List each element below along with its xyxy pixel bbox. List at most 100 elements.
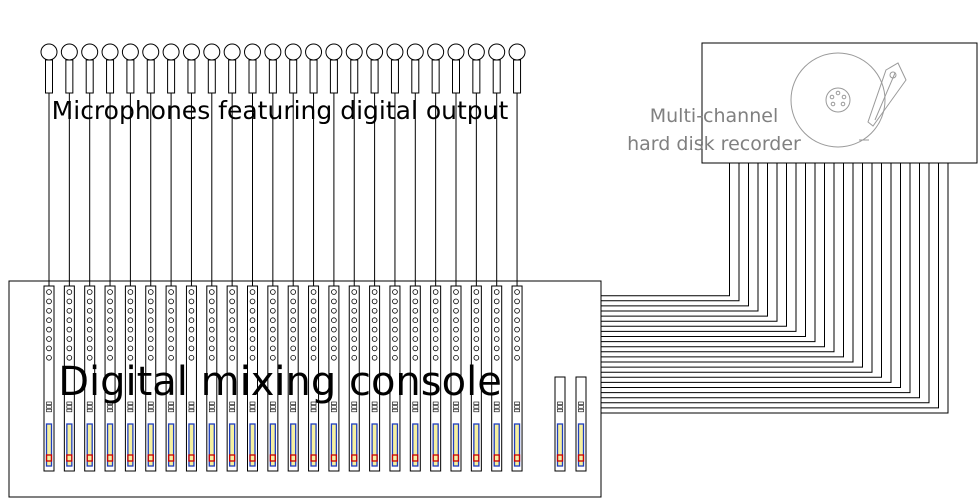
mic-head xyxy=(203,43,221,61)
knob-icon xyxy=(392,289,398,295)
knob-icon xyxy=(371,289,378,295)
fader-icon xyxy=(513,423,521,467)
knob-icon xyxy=(86,289,93,295)
microphone-icon xyxy=(488,43,506,286)
knob-icon xyxy=(473,345,480,352)
knob-icon xyxy=(46,354,52,361)
button-icon xyxy=(310,408,317,413)
mic-head xyxy=(81,43,99,61)
knob-icon xyxy=(147,354,154,361)
strip-frame xyxy=(470,285,482,472)
knob-icon xyxy=(514,326,520,333)
knob-icon xyxy=(453,345,459,352)
fader-knob xyxy=(330,454,338,462)
button-icon xyxy=(493,408,500,413)
knob-icon xyxy=(270,336,276,342)
strip-frame xyxy=(389,285,401,472)
channel-strip xyxy=(206,285,218,472)
button-icon xyxy=(331,401,337,405)
fader-icon xyxy=(66,423,73,467)
fader-knob xyxy=(167,454,175,462)
fader-track xyxy=(452,423,460,467)
knob-icon xyxy=(432,345,439,352)
button-icon xyxy=(249,401,256,405)
fader-icon xyxy=(167,423,175,467)
knob-icon xyxy=(412,289,419,295)
recorder-line xyxy=(601,163,882,378)
knob-icon xyxy=(392,354,398,361)
knob-icon xyxy=(147,298,154,305)
mic-body xyxy=(431,59,440,94)
strip-frame xyxy=(491,285,503,472)
knob-icon xyxy=(229,307,235,314)
button-icon xyxy=(188,408,195,413)
button-icon xyxy=(432,408,439,413)
knob-icon xyxy=(290,345,297,352)
button-icon xyxy=(331,408,337,413)
channel-strip xyxy=(450,285,462,472)
mic-head xyxy=(162,43,180,61)
button-icon xyxy=(107,405,113,409)
fader-track xyxy=(351,423,358,467)
mic-body xyxy=(228,59,237,94)
knob-icon xyxy=(270,354,276,361)
knob-icon xyxy=(229,336,235,342)
microphones-label: Microphones featuring digital output xyxy=(52,96,509,125)
knob-icon xyxy=(188,307,195,314)
knob-icon xyxy=(331,298,337,305)
strip-frame xyxy=(308,285,320,472)
button-icon xyxy=(147,405,154,409)
mic-head xyxy=(447,43,465,61)
fader-track xyxy=(556,423,564,467)
channel-strip xyxy=(63,285,75,472)
knob-icon xyxy=(351,317,358,324)
knob-icon xyxy=(392,317,398,324)
knob-icon xyxy=(270,298,276,305)
fader-icon xyxy=(412,423,419,467)
fader-knob xyxy=(513,454,521,462)
mic-head xyxy=(366,43,384,61)
button-icon xyxy=(86,401,93,405)
fader-icon xyxy=(391,423,399,467)
knob-icon xyxy=(473,317,480,324)
button-icon xyxy=(188,401,195,405)
knob-icon xyxy=(249,345,256,352)
knob-icon xyxy=(147,326,154,333)
strip-frame xyxy=(328,285,340,472)
channel-strip xyxy=(43,285,55,472)
knob-icon xyxy=(371,326,378,333)
mic-head xyxy=(406,43,424,61)
knob-icon xyxy=(331,354,337,361)
knob-icon xyxy=(412,336,419,342)
microphone-icon xyxy=(406,43,424,286)
knob-icon xyxy=(473,307,480,314)
strip-frame xyxy=(206,285,218,472)
button-icon xyxy=(209,401,215,405)
channel-strip xyxy=(328,285,340,472)
fader-knob xyxy=(432,454,439,462)
knob-icon xyxy=(392,307,398,314)
fader-icon xyxy=(188,423,195,467)
knob-icon xyxy=(432,326,439,333)
knob-icon xyxy=(331,289,337,295)
knob-icon xyxy=(229,345,235,352)
fader-knob xyxy=(127,454,134,462)
mic-head xyxy=(508,43,526,61)
fader-track xyxy=(127,423,134,467)
microphone-icon xyxy=(284,43,302,286)
knob-icon xyxy=(310,336,317,342)
recorder-line xyxy=(601,163,730,297)
knob-icon xyxy=(351,354,358,361)
channel-strip xyxy=(145,285,157,472)
mic-body xyxy=(309,59,318,94)
recorder-line xyxy=(601,163,806,337)
knob-icon xyxy=(514,289,520,295)
knob-icon xyxy=(493,317,500,324)
strip-frame xyxy=(369,285,381,472)
button-icon xyxy=(432,401,439,405)
button-icon xyxy=(371,405,378,409)
knob-icon xyxy=(229,354,235,361)
knob-icon xyxy=(351,336,358,342)
mic-body xyxy=(187,59,196,94)
strip-frame xyxy=(287,285,299,472)
